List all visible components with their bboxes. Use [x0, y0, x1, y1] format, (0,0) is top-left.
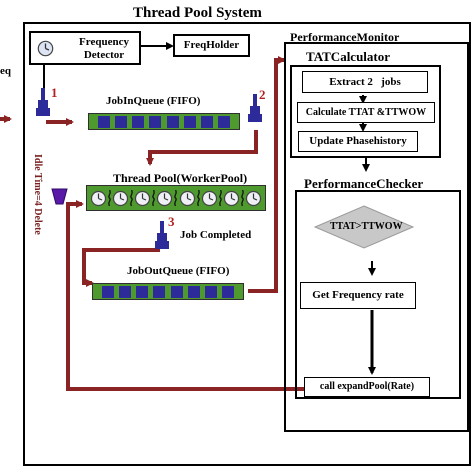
- queue-cell: [153, 285, 166, 298]
- thread-wave-icon: [240, 190, 244, 206]
- arrow-expand-pool-feedback: [66, 200, 304, 391]
- tat-step-calculate: Calculate TTAT &TTWOW: [297, 102, 435, 123]
- arrow-queue-to-pool: [146, 130, 258, 166]
- thread-pool: [86, 185, 266, 211]
- expand-pool-label: call expandPool(Rate): [319, 381, 415, 392]
- tat-step-extract-label: Extract 2 jobs: [329, 75, 401, 88]
- queue-cell: [132, 115, 145, 128]
- worker-clock-icon: [90, 190, 107, 206]
- worker-clock-icon: [113, 190, 129, 206]
- queue-cell: [187, 285, 200, 298]
- tat-step-update: Update Phasehistory: [298, 131, 418, 152]
- thread-pool-label: Thread Pool(WorkerPool): [113, 171, 248, 185]
- thread-wave-icon: [218, 190, 222, 206]
- thread-marker-1-icon: [36, 88, 50, 116]
- thread-wave-icon: [108, 190, 111, 206]
- queue-cell: [218, 115, 231, 128]
- queue-cell: [201, 115, 214, 128]
- performance-checker-box: [295, 190, 461, 399]
- arrow-out-queue-to-monitor: [248, 56, 286, 293]
- system-frame: [23, 22, 471, 466]
- queue-cell: [101, 285, 114, 298]
- thread-marker-2-icon: [248, 94, 262, 122]
- marker-1-number: 1: [51, 85, 58, 100]
- thread-marker-3-icon: [155, 221, 169, 249]
- decision-diamond: [313, 205, 415, 249]
- decision-label: TTAT>TTWOW: [330, 221, 403, 232]
- thread-wave-icon: [196, 190, 200, 206]
- tat-step-calculate-label: Calculate TTAT &TTWOW: [305, 106, 427, 118]
- diagram-title: Thread Pool System: [133, 5, 262, 21]
- left-edge-label: eq: [0, 65, 11, 77]
- marker-3-number: 3: [168, 214, 175, 229]
- job-out-queue-label: JobOutQueue (FIFO): [127, 265, 230, 277]
- trash-icon: [51, 188, 68, 205]
- get-frequency-box: Get Frequency rate: [300, 282, 416, 309]
- frequency-detector-label: Frequency Detector: [79, 36, 129, 61]
- worker-clock-icon: [179, 190, 195, 206]
- thread-wave-icon: [152, 190, 156, 206]
- tat-calculator-title: TATCalculator: [306, 49, 391, 64]
- arrow-pool-to-out-queue: [82, 248, 160, 287]
- worker-clock-icon: [223, 190, 239, 206]
- queue-cell: [114, 115, 127, 128]
- queue-cell: [170, 285, 183, 298]
- freq-holder-label: FreqHolder: [183, 39, 240, 51]
- idle-delete-label: Idle Time=4 Delete: [32, 154, 43, 235]
- job-out-queue: [92, 283, 244, 300]
- thread-wave-icon: [130, 190, 134, 206]
- frequency-detector-box: Frequency Detector: [29, 31, 141, 65]
- expand-pool-box: call expandPool(Rate): [304, 377, 430, 397]
- worker-clock-icon: [135, 190, 151, 206]
- performance-monitor-title: PerformanceMonitor: [290, 30, 400, 44]
- queue-cell: [118, 285, 131, 298]
- performance-monitor-box: [284, 42, 469, 432]
- tat-step-extract: Extract 2 jobs: [302, 71, 428, 93]
- tat-step-update-label: Update Phasehistory: [309, 135, 407, 147]
- job-in-queue: [88, 113, 240, 130]
- queue-cell: [222, 285, 235, 298]
- queue-cell: [136, 285, 149, 298]
- job-completed-label: Job Completed: [180, 229, 252, 241]
- tat-calculator-box: [290, 65, 441, 158]
- queue-cell: [166, 115, 179, 128]
- queue-cell: [205, 285, 218, 298]
- worker-clock-icon: [245, 190, 262, 206]
- queue-cell: [183, 115, 196, 128]
- queue-cell: [97, 115, 110, 128]
- marker-2-number: 2: [259, 87, 266, 102]
- clock-icon: [37, 40, 54, 57]
- get-frequency-label: Get Frequency rate: [312, 289, 404, 301]
- queue-cell: [149, 115, 162, 128]
- worker-clock-icon: [157, 190, 173, 206]
- job-in-queue-label: JobInQueue (FIFO): [106, 95, 201, 107]
- freq-holder-box: FreqHolder: [173, 34, 250, 57]
- performance-checker-title: PerformanceChecker: [304, 176, 424, 191]
- thread-wave-icon: [174, 190, 178, 206]
- worker-clock-icon: [201, 190, 217, 206]
